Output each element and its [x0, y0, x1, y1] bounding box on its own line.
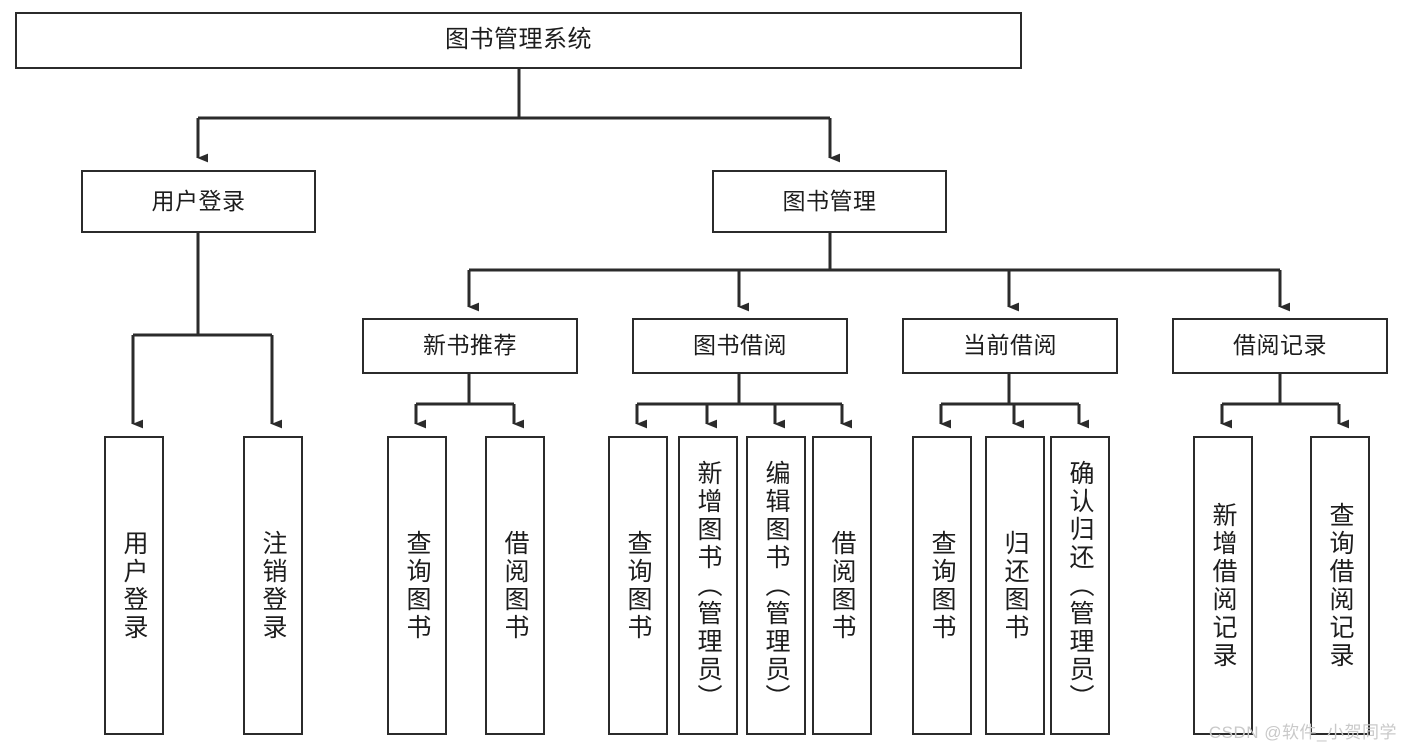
node-label: 借阅图书	[501, 529, 529, 642]
node-label: 注销登录	[259, 529, 287, 642]
node-new-book-recommend[interactable]: 新书推荐	[362, 318, 578, 374]
node-current-borrow[interactable]: 当前借阅	[902, 318, 1118, 374]
node-leaf-confirm-return-admin[interactable]: 确认归还（管理员）	[1050, 436, 1110, 735]
node-leaf-return-book[interactable]: 归还图书	[985, 436, 1045, 735]
node-label: 归还图书	[1001, 529, 1029, 642]
node-leaf-add-book-admin[interactable]: 新增图书（管理员）	[678, 436, 738, 735]
node-label: 查询图书	[928, 529, 956, 642]
node-leaf-query-book-borrow[interactable]: 查询图书	[608, 436, 668, 735]
node-label: 图书管理	[782, 187, 877, 214]
node-label: 用户登录	[151, 187, 246, 214]
node-label: 新书推荐	[423, 332, 517, 359]
node-label: 借阅记录	[1233, 332, 1327, 359]
csdn-watermark: CSDN @软件_小贺同学	[1208, 723, 1397, 742]
node-leaf-user-login[interactable]: 用户登录	[104, 436, 164, 735]
node-leaf-logout[interactable]: 注销登录	[243, 436, 303, 735]
node-label: 编辑图书（管理员）	[762, 459, 790, 712]
node-label: 新增图书（管理员）	[694, 459, 722, 712]
node-user-login[interactable]: 用户登录	[81, 170, 316, 233]
node-label: 新增借阅记录	[1209, 501, 1237, 670]
node-label: 借阅图书	[828, 529, 856, 642]
node-label: 图书借阅	[693, 332, 787, 359]
node-leaf-add-borrow-record[interactable]: 新增借阅记录	[1193, 436, 1253, 735]
node-label: 查询图书	[403, 529, 431, 642]
node-root-system[interactable]: 图书管理系统	[15, 12, 1022, 69]
node-label: 用户登录	[120, 529, 148, 642]
node-leaf-edit-book-admin[interactable]: 编辑图书（管理员）	[746, 436, 806, 735]
node-book-borrow[interactable]: 图书借阅	[632, 318, 848, 374]
node-borrow-record[interactable]: 借阅记录	[1172, 318, 1388, 374]
node-label: 查询图书	[624, 529, 652, 642]
node-label: 当前借阅	[963, 332, 1057, 359]
node-leaf-borrow-book[interactable]: 借阅图书	[812, 436, 872, 735]
node-label: 图书管理系统	[445, 26, 592, 54]
node-leaf-query-book-current[interactable]: 查询图书	[912, 436, 972, 735]
node-book-manage[interactable]: 图书管理	[712, 170, 947, 233]
node-label: 确认归还（管理员）	[1066, 459, 1094, 712]
node-leaf-borrow-book-recommend[interactable]: 借阅图书	[485, 436, 545, 735]
node-leaf-query-book-recommend[interactable]: 查询图书	[387, 436, 447, 735]
node-label: 查询借阅记录	[1326, 501, 1354, 670]
node-leaf-query-borrow-record[interactable]: 查询借阅记录	[1310, 436, 1370, 735]
